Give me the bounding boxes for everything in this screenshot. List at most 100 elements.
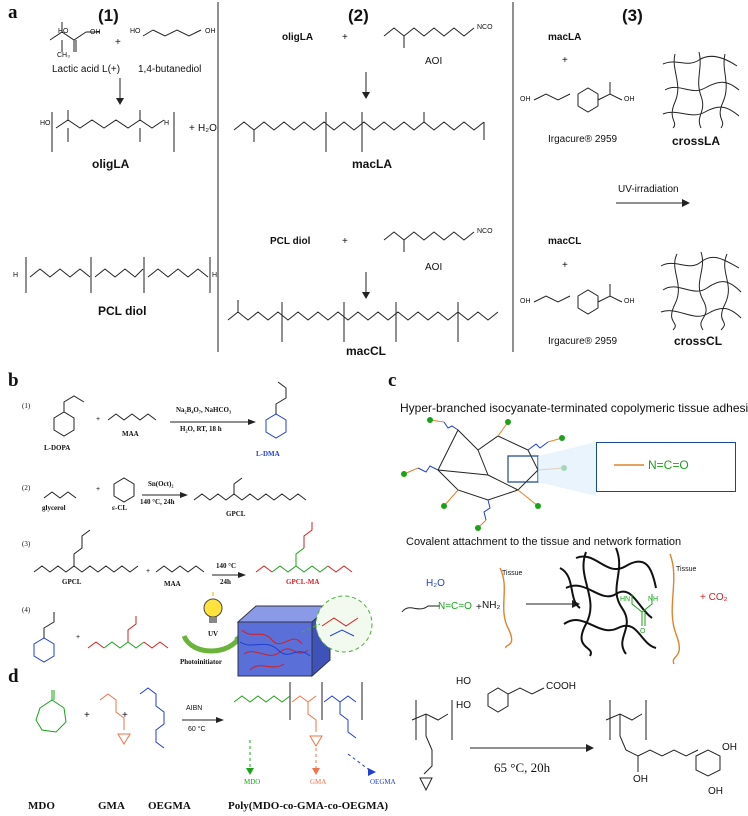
col3-number: (3) [622,6,643,25]
irgacure-bottom-structure [520,272,630,332]
aoi-bottom-structure [380,226,500,266]
aoi-bottom-label: AOI [425,262,443,273]
d-right-arrow [470,744,594,752]
ldopa-label: L-DOPA [44,444,71,452]
pcl-h-left: H [13,272,19,279]
col1-plus2: + [189,123,195,134]
aoi-top-nco: NCO [477,24,493,31]
pcl-diol-structure [20,255,230,295]
d-oh-prod2: OH [722,742,737,753]
oliglA-structure [40,108,200,158]
b1-cond2: H₂O, RT, 18 h [180,425,222,433]
d-tag-gma: GMA [310,778,327,786]
pcl-h-right: H [212,272,218,279]
irg-top-oh2: OH [624,96,635,103]
b4-plus: + [76,634,81,641]
crosslinked-network [556,548,676,658]
glycerol-label: glycerol [42,504,66,512]
gpcl-label-2: GPCL [62,578,82,586]
irg-bottom-oh1: OH [520,298,531,305]
tissue-right-label: Tissue [676,566,697,573]
mdo-structure [26,688,86,748]
lactic-oh: HO [58,28,69,35]
maccl-structure [224,296,514,346]
col2-plus-2: + [342,236,348,247]
d-oh-prod3: OH [708,786,723,797]
col1-plus: + [115,37,121,48]
d-label-oegma: OEGMA [148,800,191,812]
tissue-left-line [496,568,526,648]
irgacure-top-label: Irgacure® 2959 [548,134,618,145]
panel-a-letter: a [8,2,18,23]
caffeic-acid-structure [462,676,582,726]
reactant-chain [400,598,480,618]
nco-label: N=C=O [648,458,689,472]
col2-arrow-bottom [362,272,370,299]
b1-arrow [170,419,256,425]
col2-plus: + [342,32,348,43]
b1-cond1: Na₂B₄O₇, NaHCO₃ [176,406,232,414]
col2-pcl: PCL diol [270,236,311,247]
lactic-oh2: OH [90,29,101,36]
b4-number: (4) [22,606,31,614]
urea-hn: HN [620,596,631,603]
col2-oligla: oligLA [282,32,314,43]
d-label-mdo: MDO [28,800,55,812]
d-dashed-arrows [246,740,376,776]
reagent-butanediol: 1,4-butanediol [138,64,202,75]
col1-number: (1) [98,6,119,25]
urea-linkage [618,586,668,646]
irg-bottom-oh2: OH [624,298,635,305]
b2-plus: + [96,486,101,493]
product-structure [596,696,746,816]
col3-plus-2: + [562,260,568,271]
ldma-label: L-DMA [256,450,280,458]
panel-c-title1: Hyper-branched isocyanate-terminated cop… [400,401,748,415]
irg-top-oh1: OH [520,96,531,103]
uv-label: UV-irradiation [618,184,679,195]
pgma-structure [402,696,472,806]
col3-plus: + [562,55,568,66]
ecl-label: ε-CL [112,504,128,512]
lactic-ch3: CH₃ [57,52,70,59]
d-cond1: AIBN [186,705,203,712]
macla-structure [230,106,510,156]
b2-arrow [142,492,188,498]
b3-maa-label: MAA [164,580,181,588]
col3-maccl: macCL [548,236,582,247]
d-label-polymer: Poly(MDO-co-GMA-co-OEGMA) [228,800,389,812]
crosscl-label: crossCL [674,334,723,348]
copolymer-structure [230,680,400,760]
co2-label: + CO₂ [700,592,728,603]
col3-macla: macLA [548,32,582,43]
d-oh1: HO [456,676,471,687]
nco-line [614,460,654,470]
d-plus1: + [84,710,90,721]
panel-c-title2: Covalent attachment to the tissue and ne… [406,536,682,548]
d-cond-right: 65 °C, 20h [494,760,551,775]
b2-cond1: Sn(Oct)₂ [148,480,174,488]
nco-zoom-box [596,442,736,492]
reagent-lactic: Lactic acid L(+) [52,64,121,75]
d-arrow [182,717,224,723]
zoom-circle [300,592,380,672]
gpcl-label-1: GPCL [226,510,246,518]
irgacure-top-structure [520,70,630,130]
macla-label: macLA [352,157,393,171]
aoi-top-label: AOI [425,56,443,67]
gpcl-structure-2 [30,528,150,588]
oliglA-ho: HO [40,120,51,127]
gpcl-ma-structure [252,520,362,590]
gpcl-structure-1 [190,478,320,518]
water: H₂O [198,123,217,134]
b3-cond1: 140 °C [216,562,237,570]
b4-ldma-structure [24,606,74,676]
urea-nh: NH [648,596,659,603]
tissue-right-line [664,554,694,664]
panel-d-letter: d [8,666,19,687]
b2-cond2: 140 °C, 24h [140,498,175,506]
pcl-diol-label: PCL diol [98,304,147,318]
d-cond2: 60 °C [188,726,206,733]
d-label-gma: GMA [98,800,125,812]
h2o-label: H₂O [426,578,445,589]
